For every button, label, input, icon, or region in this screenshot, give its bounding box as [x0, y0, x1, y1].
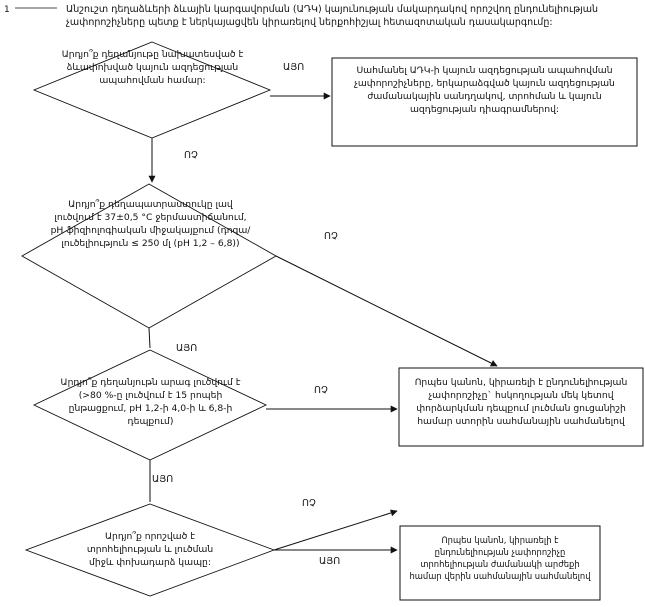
label-yes-d1: ԱՅՈ — [283, 62, 305, 73]
label-no-d3: ՈՉ — [314, 385, 328, 396]
outcome-2-text: Որպես կանոն, կիրառելի է ընդունելիության … — [414, 377, 628, 427]
label-no-d2: ՈՉ — [324, 231, 338, 242]
outcome-1-text: Սահմանել ԱԴԿ-ի կայուն ազդեցության ապահով… — [354, 65, 615, 115]
decision-2-text: Արդյո՞ք դեղապատրաստուկը լավ լուծվում է 3… — [50, 199, 251, 249]
label-no-d4: ՈՉ — [302, 498, 316, 509]
arrow-d4-to-outcome-2 — [273, 509, 398, 551]
outcome-box-2 — [398, 367, 644, 447]
label-yes-d4: ԱՅՈ — [319, 556, 341, 567]
decision-1-text: Արդյո՞ք դեղանյութը նախատեսված է ձևափոխվա… — [61, 49, 244, 86]
label-yes-d3: ԱՅՈ — [152, 474, 174, 485]
decision-3-text: Արդյո՞ք դեղանյութն արագ լուծվում է (>80 … — [60, 377, 241, 427]
outcome-box-1 — [331, 57, 638, 147]
decision-4-text: Արդյո՞ք որոշված է տրոհելիության և լուծմա… — [86, 531, 214, 568]
decision-diamond-4 — [24, 503, 276, 597]
header-number: 1 — [4, 5, 10, 15]
arrow-d2-to-outcome-2 — [275, 255, 498, 367]
outcome-3-text: Որպես կանոն, կիրառելի է ընդունելիության … — [409, 535, 591, 581]
header-title: Անշուշտ դեղաձևերի ձևային կարգավորման (ԱԴ… — [66, 4, 599, 28]
outcome-box-3 — [399, 525, 601, 601]
arrow-d2-to-d3 — [148, 327, 151, 349]
label-no-d1: ՈՉ — [184, 150, 198, 161]
label-yes-d2: ԱՅՈ — [176, 343, 198, 354]
